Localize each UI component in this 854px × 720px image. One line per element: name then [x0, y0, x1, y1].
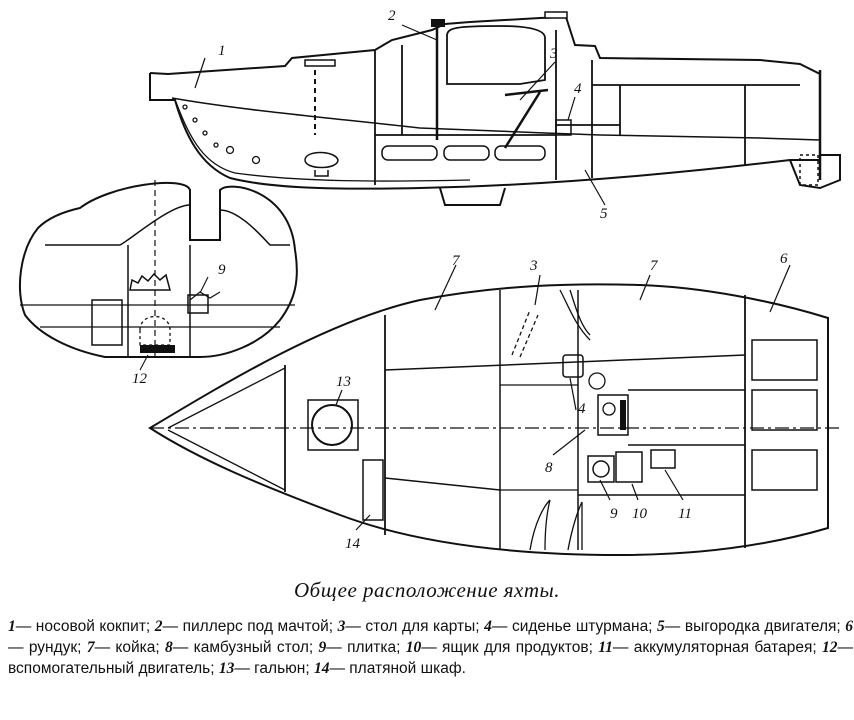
legend-item: 4— сиденье штурмана;: [484, 618, 657, 635]
legend-item: 1— носовой кокпит;: [8, 618, 155, 635]
legend-item-text: — платяной шкаф.: [329, 660, 466, 677]
side-window-3: [494, 145, 546, 161]
plan-wardrobe: [362, 459, 384, 521]
side-sheer-line: [171, 97, 821, 141]
figure-caption: Общее расположение яхты.: [294, 578, 560, 602]
side-deck-outline: [149, 15, 821, 160]
label-4: 4: [574, 81, 582, 97]
label-13: 13: [336, 374, 351, 390]
legend-item: 2— пиллерс под мачтой;: [155, 618, 338, 635]
legend-item-number: 5: [657, 618, 665, 635]
legend-item-text: — стол для карты;: [345, 618, 485, 635]
legend-item: 5— выгородка двигателя;: [657, 618, 845, 635]
legend-item-number: 11: [598, 639, 613, 656]
legend-item: 6 — рундук;: [8, 618, 853, 656]
legend-item-text: — аккумуляторная батарея;: [612, 639, 823, 656]
legend-item: 8— камбузный стол;: [165, 639, 319, 656]
legend-item: 12— вспомогательный двигатель;: [8, 639, 853, 677]
cross-section-view: [18, 180, 298, 371]
label-2: 2: [388, 8, 396, 24]
plan-galley: [597, 394, 629, 436]
legend-item-text: — пиллерс под мачтой;: [162, 618, 338, 635]
side-keel: [439, 187, 506, 206]
side-view: [149, 11, 841, 206]
legend-item-number: 13: [218, 660, 235, 677]
side-chart-table: [503, 88, 549, 149]
plan-stove: [587, 455, 615, 483]
plan-hull-outline: [148, 283, 829, 557]
label-11: 11: [678, 506, 692, 522]
legend-item-text: — плитка;: [326, 639, 406, 656]
label-7b: 7: [650, 258, 659, 274]
label-7a: 7: [452, 253, 461, 269]
label-14: 14: [345, 536, 361, 552]
side-window-1: [381, 145, 438, 161]
label-4-plan: 4: [578, 401, 586, 417]
legend-item-text: — вспомогательный двигатель;: [8, 639, 854, 677]
legend-item-number: 3: [337, 618, 346, 635]
side-navigator-seat: [555, 119, 572, 136]
label-9-plan: 9: [610, 506, 618, 522]
label-10: 10: [632, 506, 648, 522]
legend-item-number: 4: [484, 618, 492, 635]
plan-battery: [650, 449, 676, 469]
side-toilet: [304, 151, 339, 177]
figure-legend: 1— носовой кокпит; 2— пиллерс под мачтой…: [8, 616, 853, 679]
legend-item-text: — камбузный стол;: [172, 639, 319, 656]
legend-item-text: — носовой кокпит;: [15, 618, 155, 635]
plan-head-box: [307, 399, 359, 451]
legend-item-number: 2: [154, 618, 163, 635]
legend-item: 3— стол для карты;: [338, 618, 485, 635]
legend-item: 7— койка;: [87, 639, 165, 656]
legend-item-number: 1: [8, 618, 16, 635]
plan-toilet: [311, 404, 353, 446]
legend-item-number: 8: [165, 639, 173, 656]
legend-item: 10— ящик для продуктов;: [406, 639, 599, 656]
legend-item: 11— аккумуляторная батарея;: [598, 639, 822, 656]
section-hull-outline: [18, 181, 298, 358]
legend-item: 13— гальюн;: [219, 660, 314, 677]
label-5: 5: [600, 206, 608, 222]
label-3-plan: 3: [529, 258, 538, 274]
figure-labels: 1 2 3 4 5 7 3 7 6 9 12 13 4 8 9 10 11 14: [132, 8, 788, 552]
plan-food-box: [615, 451, 643, 483]
side-bow-rivets: [182, 104, 261, 165]
legend-item: 14— платяной шкаф.: [314, 660, 466, 677]
legend-item-text: — ящик для продуктов;: [421, 639, 599, 656]
label-6: 6: [780, 251, 788, 267]
label-12: 12: [132, 371, 148, 387]
legend-item: 9— плитка;: [319, 639, 406, 656]
legend-item-text: — рундук;: [8, 639, 87, 656]
legend-item-number: 6: [845, 618, 854, 635]
plan-navigator-seat: [562, 354, 584, 378]
legend-item-text: — койка;: [94, 639, 166, 656]
legend-item-number: 10: [405, 639, 422, 656]
legend-item-number: 7: [86, 639, 95, 656]
legend-item-text: — выгородка двигателя;: [664, 618, 846, 635]
side-cabin-window: [446, 25, 546, 85]
legend-item-number: 9: [318, 639, 327, 656]
legend-item-text: — сиденье штурмана;: [491, 618, 658, 635]
plan-view: [148, 264, 840, 557]
legend-item-number: 14: [313, 660, 330, 677]
label-8: 8: [545, 460, 553, 476]
side-window-2: [443, 145, 490, 161]
side-rudder: [789, 154, 841, 190]
label-9-section: 9: [218, 262, 226, 278]
legend-item-number: 12: [822, 639, 838, 656]
legend-item-text: — гальюн;: [234, 660, 314, 677]
side-hull-outline: [149, 73, 820, 190]
label-3: 3: [549, 46, 558, 62]
label-1: 1: [218, 43, 226, 59]
